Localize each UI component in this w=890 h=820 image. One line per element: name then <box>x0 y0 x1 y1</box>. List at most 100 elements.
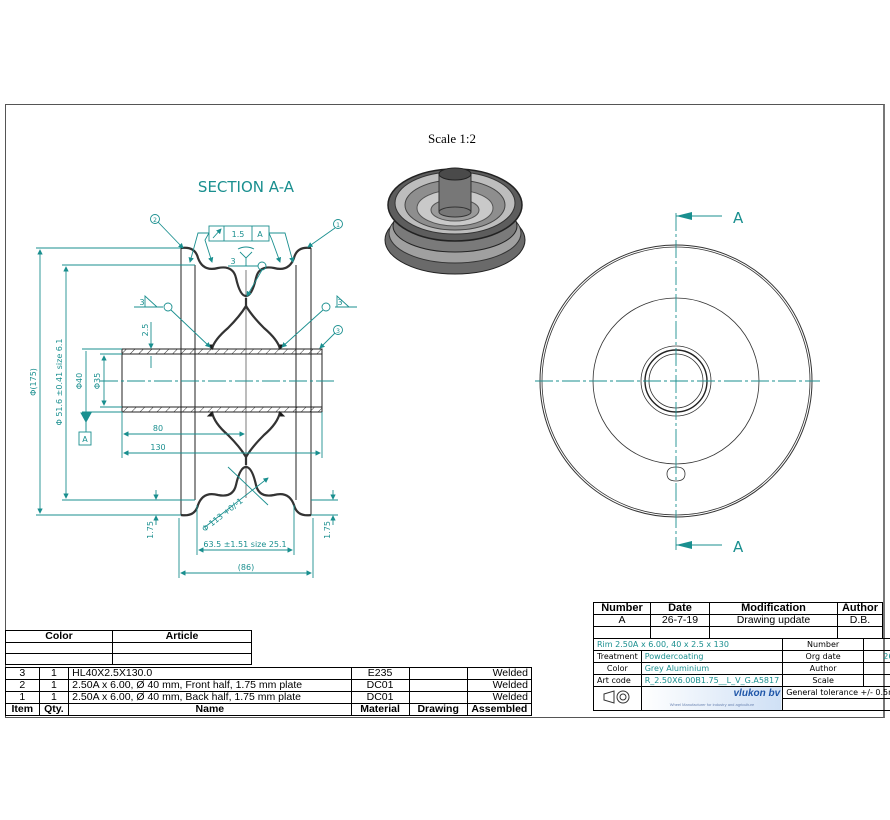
org-date-value: 26-7-2019 <box>863 650 890 663</box>
projection-symbol-cell <box>593 686 642 711</box>
balloon-2: 2 <box>153 217 157 224</box>
bom-item: 1 <box>5 691 40 704</box>
balloon-1: 1 <box>336 222 340 229</box>
bom-assembled: Welded <box>466 691 533 704</box>
dim-rim-dia: Φ 51.6 ±0.41 size 6.1 <box>55 338 64 425</box>
scale-value: 1:1 <box>863 674 890 687</box>
rev-number <box>593 626 651 639</box>
runout-datum: A <box>257 230 263 239</box>
rev-header-modification: Modification <box>709 602 838 615</box>
rev-header-date: Date <box>650 602 710 615</box>
bom-material: DC01 <box>350 679 410 692</box>
logo-text: vlukon bv <box>733 687 781 699</box>
bom-qty: 1 <box>38 679 70 692</box>
org-date-label: Org date <box>782 650 865 663</box>
rev-number: A <box>593 614 651 627</box>
bom-assembled: Welded <box>466 667 533 680</box>
dim-flange-right: 1.75 <box>323 521 332 539</box>
rev-header-author: Author <box>837 602 883 615</box>
dim-flange-left: 1.75 <box>146 521 155 539</box>
general-tolerance: General tolerance +/- 0.5mm or +/- 1° <box>782 686 890 699</box>
runout-value: 1.5 <box>232 230 245 239</box>
bom-header-assembled: Assembled <box>466 703 533 716</box>
bom-item: 2 <box>5 679 40 692</box>
article-cell <box>112 653 252 665</box>
rev-date <box>650 626 710 639</box>
dim-80: 80 <box>153 424 163 433</box>
bom-header-item: Item <box>5 703 40 716</box>
bom-name: 2.50A x 6.00, Ø 40 mm, Front half, 1.75 … <box>68 679 352 692</box>
bom-row: 2 1 2.50A x 6.00, Ø 40 mm, Front half, 1… <box>5 679 533 692</box>
bom-item: 3 <box>5 667 40 680</box>
rev-date: 26-7-19 <box>650 614 710 627</box>
section-view <box>121 246 323 517</box>
drawing-number: 5817A <box>863 638 890 651</box>
art-code-value: R_2.50X6.00B1.75__L_V_G.A5817 <box>640 674 784 687</box>
weld-size-right: 3 <box>337 298 342 307</box>
rev-author: D.B. <box>837 614 883 627</box>
revision-row <box>593 626 883 639</box>
datum-label: A <box>82 435 88 444</box>
color-cell <box>5 653 113 665</box>
bom-drawing <box>408 667 468 680</box>
color-cell <box>5 642 113 654</box>
bom-header-drawing: Drawing <box>408 703 468 716</box>
bill-of-materials: 3 1 HL40X2.5X130.0 E235 Welded 2 1 2.50A… <box>5 667 533 716</box>
section-marker-top: A <box>733 209 744 227</box>
dim-overall-width: (86) <box>238 563 254 572</box>
bom-row: 1 1 2.50A x 6.00, Ø 40 mm, Back half, 1.… <box>5 691 533 704</box>
bom-material: DC01 <box>350 691 410 704</box>
balloon-3: 3 <box>336 328 340 335</box>
dim-tube-id: Φ35 <box>93 373 102 389</box>
front-view <box>535 212 820 550</box>
treatment-label: Treatment <box>593 650 642 663</box>
revision-row: A 26-7-19 Drawing update D.B. <box>593 614 883 627</box>
rev-modification <box>709 626 838 639</box>
scale-label: Scale 1:2 <box>428 131 476 146</box>
rev-header-number: Number <box>593 602 651 615</box>
bom-name: HL40X2.5X130.0 <box>68 667 352 680</box>
article-header: Article <box>112 630 252 643</box>
bom-header-row: Item Qty. Name Material Drawing Assemble… <box>5 703 533 716</box>
section-annotations <box>36 214 357 578</box>
bom-row: 3 1 HL40X2.5X130.0 E235 Welded <box>5 667 533 680</box>
weld-size-left: 3 <box>139 298 144 307</box>
bom-drawing <box>408 691 468 704</box>
dim-outer-dia: Φ(175) <box>29 368 38 396</box>
number-label: Number <box>782 638 865 651</box>
section-marker-bottom: A <box>733 538 744 556</box>
color-article-table: Color Article <box>5 630 252 665</box>
sheet-size: A2 <box>782 698 890 711</box>
revision-table: Number Date Modification Author A 26-7-1… <box>593 602 883 639</box>
author-label: Author <box>782 662 865 675</box>
art-code-label: Art code <box>593 674 642 687</box>
color-header: Color <box>5 630 113 643</box>
bom-material: E235 <box>350 667 410 680</box>
bom-qty: 1 <box>38 667 70 680</box>
dim-tube-od: Φ40 <box>75 373 84 389</box>
color-value: Grey Aluminium <box>640 662 784 675</box>
section-title: SECTION A-A <box>198 178 295 196</box>
weld-size-top: 3 <box>230 257 235 266</box>
rev-modification: Drawing update <box>709 614 838 627</box>
dim-130: 130 <box>150 443 165 452</box>
treatment-value: Powdercoating <box>640 650 784 663</box>
dim-wall: 2.5 <box>141 324 150 337</box>
part-description: Rim 2.50A x 6.00, 40 x 2.5 x 130 <box>592 638 784 651</box>
bom-assembled: Welded <box>466 679 533 692</box>
bom-name: 2.50A x 6.00, Ø 40 mm, Back half, 1.75 m… <box>68 691 352 704</box>
dim-width-tolerance: 63.5 ±1.51 size 25.1 <box>203 540 286 549</box>
bom-header-name: Name <box>68 703 352 716</box>
scale-label-tb: Scale <box>782 674 865 687</box>
article-cell <box>112 642 252 654</box>
author-value: S.H. <box>863 662 890 675</box>
logo-tagline: Wheel Manufacturer for industry and agri… <box>669 701 755 707</box>
bom-drawing <box>408 679 468 692</box>
third-angle-projection-icon <box>603 690 630 704</box>
isometric-rim-render <box>384 167 526 275</box>
title-block: Rim 2.50A x 6.00, 40 x 2.5 x 130 Number … <box>592 638 890 711</box>
bom-qty: 1 <box>38 691 70 704</box>
bom-header-qty: Qty. <box>38 703 70 716</box>
company-logo: vlukon bv Wheel Manufacturer for industr… <box>640 686 784 711</box>
